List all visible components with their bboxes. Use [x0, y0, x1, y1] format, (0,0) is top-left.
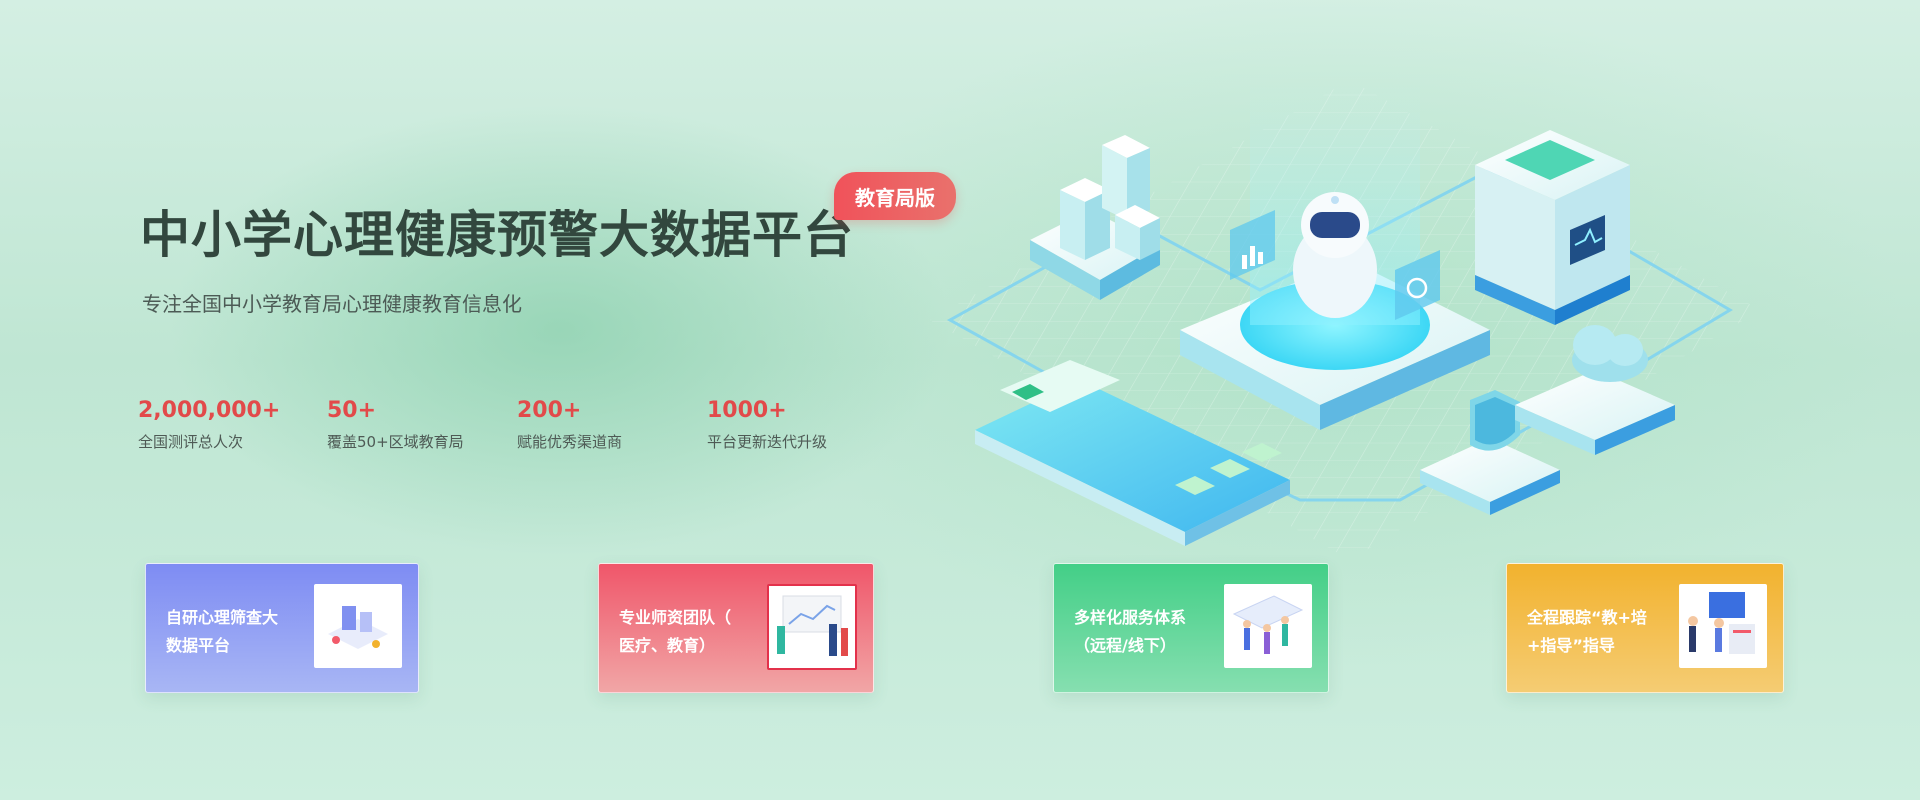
- stat-label: 全国测评总人次: [138, 433, 244, 451]
- feature-card-line2: （远程/线下）: [1074, 636, 1176, 655]
- stat-label: 赋能优秀渠道商: [517, 433, 623, 451]
- feature-card-text: 专业师资团队（ 医疗、教育）: [619, 604, 731, 660]
- platform-illustration: [930, 80, 1760, 560]
- stat-total-assessments: 2,000,000+ 全国测评总人次: [138, 398, 280, 452]
- stat-label: 覆盖50+区域教育局: [327, 433, 464, 451]
- stopwatch-icon: [1395, 250, 1440, 320]
- buildings-icon: [1030, 135, 1160, 300]
- feature-card-service-system[interactable]: 多样化服务体系 （远程/线下）: [1053, 563, 1329, 693]
- feature-card-line2: +指导”指导: [1527, 636, 1615, 655]
- edition-badge: 教育局版: [834, 172, 956, 220]
- feature-card-line1: 多样化服务体系: [1074, 608, 1187, 627]
- feature-card-text: 全程跟踪“教+培 +指导”指导: [1527, 604, 1647, 660]
- feature-card-text: 多样化服务体系 （远程/线下）: [1074, 604, 1186, 660]
- stat-value: 1000+: [707, 398, 787, 423]
- feature-card-line1: 专业师资团队（: [619, 608, 732, 627]
- cloud-icon: [1515, 325, 1675, 455]
- data-platform-illustration-icon: [314, 584, 402, 668]
- feature-card-teacher-team[interactable]: 专业师资团队（ 医疗、教育）: [598, 563, 874, 693]
- tracking-guidance-illustration-icon: [1679, 584, 1767, 668]
- feature-card-line2: 医疗、教育）: [619, 636, 716, 655]
- stat-value: 50+: [327, 398, 377, 423]
- robot-icon: [1293, 192, 1377, 318]
- stat-channel-partners: 200+ 赋能优秀渠道商: [517, 398, 622, 452]
- teacher-team-illustration-icon: [767, 584, 857, 670]
- page-title: 中小学心理健康预警大数据平台: [140, 206, 854, 264]
- stat-bureaus-covered: 50+ 覆盖50+区域教育局: [327, 398, 464, 452]
- stat-value: 200+: [517, 398, 582, 423]
- shield-icon: [1420, 390, 1560, 515]
- server-box-icon: [1475, 130, 1630, 325]
- phone-icon: [975, 360, 1290, 546]
- stat-platform-updates: 1000+ 平台更新迭代升级: [707, 398, 827, 452]
- feature-card-text: 自研心理筛查大 数据平台: [166, 604, 278, 660]
- stat-label: 平台更新迭代升级: [707, 433, 828, 451]
- stat-value: 2,000,000+: [138, 398, 281, 423]
- service-system-illustration-icon: [1224, 584, 1312, 668]
- page-subtitle: 专注全国中小学教育局心理健康教育信息化: [142, 292, 522, 316]
- feature-card-tracking-guidance[interactable]: 全程跟踪“教+培 +指导”指导: [1506, 563, 1784, 693]
- feature-card-line1: 全程跟踪“教+培: [1527, 608, 1647, 627]
- feature-card-data-platform[interactable]: 自研心理筛查大 数据平台: [145, 563, 419, 693]
- feature-card-line1: 自研心理筛查大: [166, 608, 279, 627]
- chart-icon: [1230, 210, 1275, 280]
- feature-card-line2: 数据平台: [166, 636, 231, 655]
